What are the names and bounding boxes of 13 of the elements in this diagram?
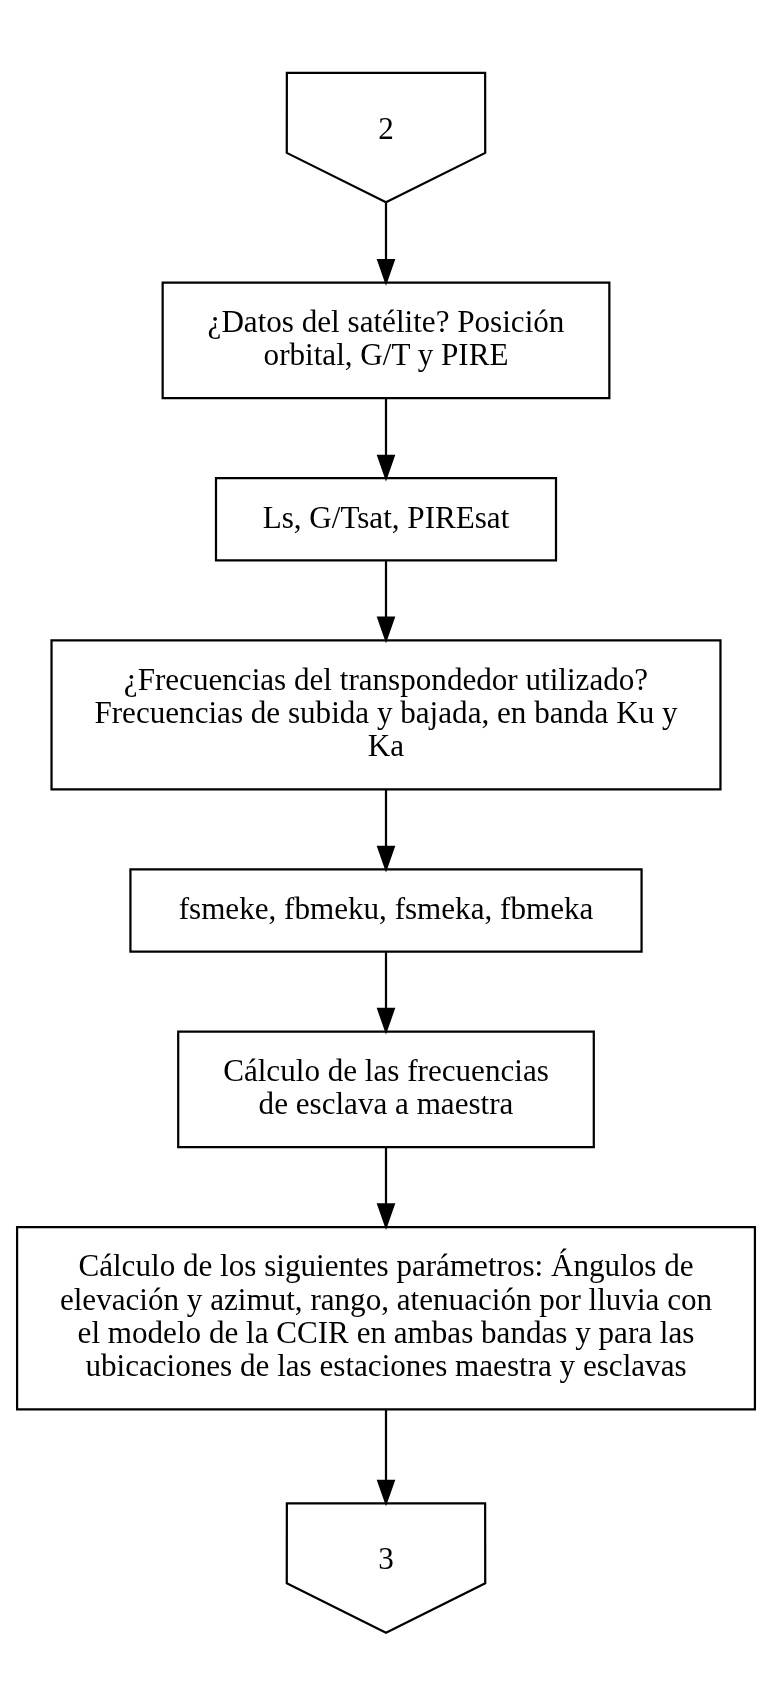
- arrow: [376, 788, 396, 872]
- arrow: [376, 398, 396, 482]
- node-box: ¿Frecuencias del transpondedor utilizado? Frecuencias de subida y bajada, en banda Ku y Ka: [50, 638, 722, 790]
- node-box: Cálculo de las frecuencias de esclava a maestra: [177, 1029, 595, 1148]
- node-box: Cálculo de los siguientes parámetros: Ángulos de elevación y azimut, rango, atenuación por lluvia con el modelo de la CCIR en ambas bandas y para las ubicaciones de las estaciones maestra y esclavas: [16, 1225, 756, 1410]
- arrow: [376, 560, 396, 643]
- node-box: Ls, G/Tsat, PIREsat: [214, 476, 558, 562]
- arrow: [376, 1147, 396, 1230]
- node-box: ¿Datos del satélite? Posición orbital, G/T y PIRE: [161, 281, 611, 399]
- arrow: [376, 201, 396, 286]
- arrow: [376, 951, 396, 1035]
- node-box: fsmeke, fbmeku, fsmeka, fbmeka: [129, 867, 643, 953]
- arrow: [376, 1409, 396, 1506]
